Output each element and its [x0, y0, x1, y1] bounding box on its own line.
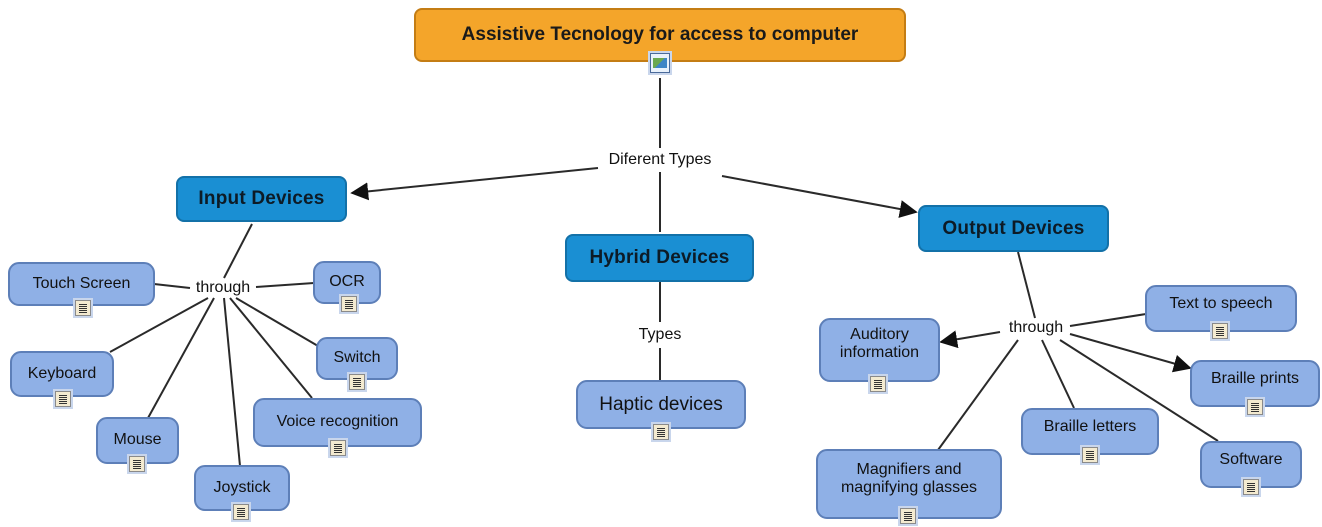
- node-label: Text to speech: [1169, 295, 1273, 313]
- link-label-output-through: through: [1006, 319, 1066, 337]
- document-resource-icon[interactable]: [1212, 323, 1228, 339]
- node-label: Auditory information: [839, 325, 920, 361]
- link-types-to-input: [350, 167, 599, 201]
- link-label-hybrid-types: Types: [636, 326, 684, 344]
- node-joystick[interactable]: Joystick: [194, 465, 290, 511]
- document-resource-icon[interactable]: [900, 508, 916, 524]
- link-through-to-touch: [153, 283, 191, 289]
- link-through-to-tts: [1069, 313, 1147, 327]
- node-label: Software: [1219, 451, 1283, 469]
- node-text-to-speech[interactable]: Text to speech: [1145, 285, 1297, 332]
- category-output-devices[interactable]: Output Devices: [918, 205, 1109, 252]
- document-resource-icon[interactable]: [233, 504, 249, 520]
- document-resource-icon[interactable]: [129, 456, 145, 472]
- link-types-to-output: [721, 175, 918, 218]
- node-magnifiers[interactable]: Magnifiers and magnifying glasses: [816, 449, 1002, 519]
- document-resource-icon[interactable]: [1247, 399, 1263, 415]
- document-resource-icon[interactable]: [341, 296, 357, 312]
- node-label: Mouse: [113, 431, 162, 449]
- link-through-to-voice: [229, 297, 313, 399]
- category-input-devices[interactable]: Input Devices: [176, 176, 347, 222]
- link-input-to-through: [223, 223, 253, 279]
- document-resource-icon[interactable]: [330, 440, 346, 456]
- node-label: Joystick: [213, 478, 271, 496]
- link-through-to-magnifiers: [937, 339, 1019, 451]
- node-label: Braille prints: [1210, 370, 1300, 388]
- link-through-to-ocr: [255, 282, 315, 288]
- node-label: OCR: [329, 273, 365, 291]
- node-label: Magnifiers and magnifying glasses: [840, 460, 978, 496]
- node-switch[interactable]: Switch: [316, 337, 398, 380]
- link-through-to-keyboard: [109, 297, 209, 353]
- category-hybrid-label: Hybrid Devices: [589, 247, 730, 269]
- image-resource-icon[interactable]: [650, 53, 670, 73]
- link-label-input-through: through: [193, 279, 253, 297]
- node-label: Voice recognition: [276, 413, 399, 431]
- document-resource-icon[interactable]: [1082, 447, 1098, 463]
- link-through-to-mouse: [147, 297, 215, 419]
- node-label: Braille letters: [1043, 418, 1137, 436]
- document-resource-icon[interactable]: [653, 424, 669, 440]
- link-through-to-braille-prints: [1069, 333, 1192, 373]
- node-auditory-information[interactable]: Auditory information: [819, 318, 940, 382]
- document-resource-icon[interactable]: [55, 391, 71, 407]
- document-resource-icon[interactable]: [75, 300, 91, 316]
- category-output-label: Output Devices: [942, 217, 1085, 239]
- node-haptic-devices[interactable]: Haptic devices: [576, 380, 746, 429]
- category-input-label: Input Devices: [198, 188, 325, 210]
- root-title: Assistive Tecnology for access to comput…: [461, 24, 859, 46]
- node-voice-recognition[interactable]: Voice recognition: [253, 398, 422, 447]
- link-through-to-software: [1059, 339, 1219, 442]
- link-label-different-types: Diferent Types: [606, 151, 714, 169]
- node-label: Keyboard: [27, 364, 97, 382]
- node-touch-screen[interactable]: Touch Screen: [8, 262, 155, 306]
- link-through-to-auditory: [939, 330, 1001, 349]
- node-keyboard[interactable]: Keyboard: [10, 351, 114, 397]
- document-resource-icon[interactable]: [870, 376, 886, 392]
- link-through-to-braille-letters: [1041, 339, 1075, 409]
- node-label: Switch: [333, 349, 381, 367]
- link-through-to-joystick: [223, 297, 241, 467]
- link-output-to-through: [1017, 251, 1036, 319]
- node-label: Haptic devices: [599, 393, 723, 415]
- node-label: Touch Screen: [32, 274, 131, 292]
- link-through-to-switch: [235, 297, 319, 347]
- category-hybrid-devices[interactable]: Hybrid Devices: [565, 234, 754, 282]
- document-resource-icon[interactable]: [349, 374, 365, 390]
- document-resource-icon[interactable]: [1243, 479, 1259, 495]
